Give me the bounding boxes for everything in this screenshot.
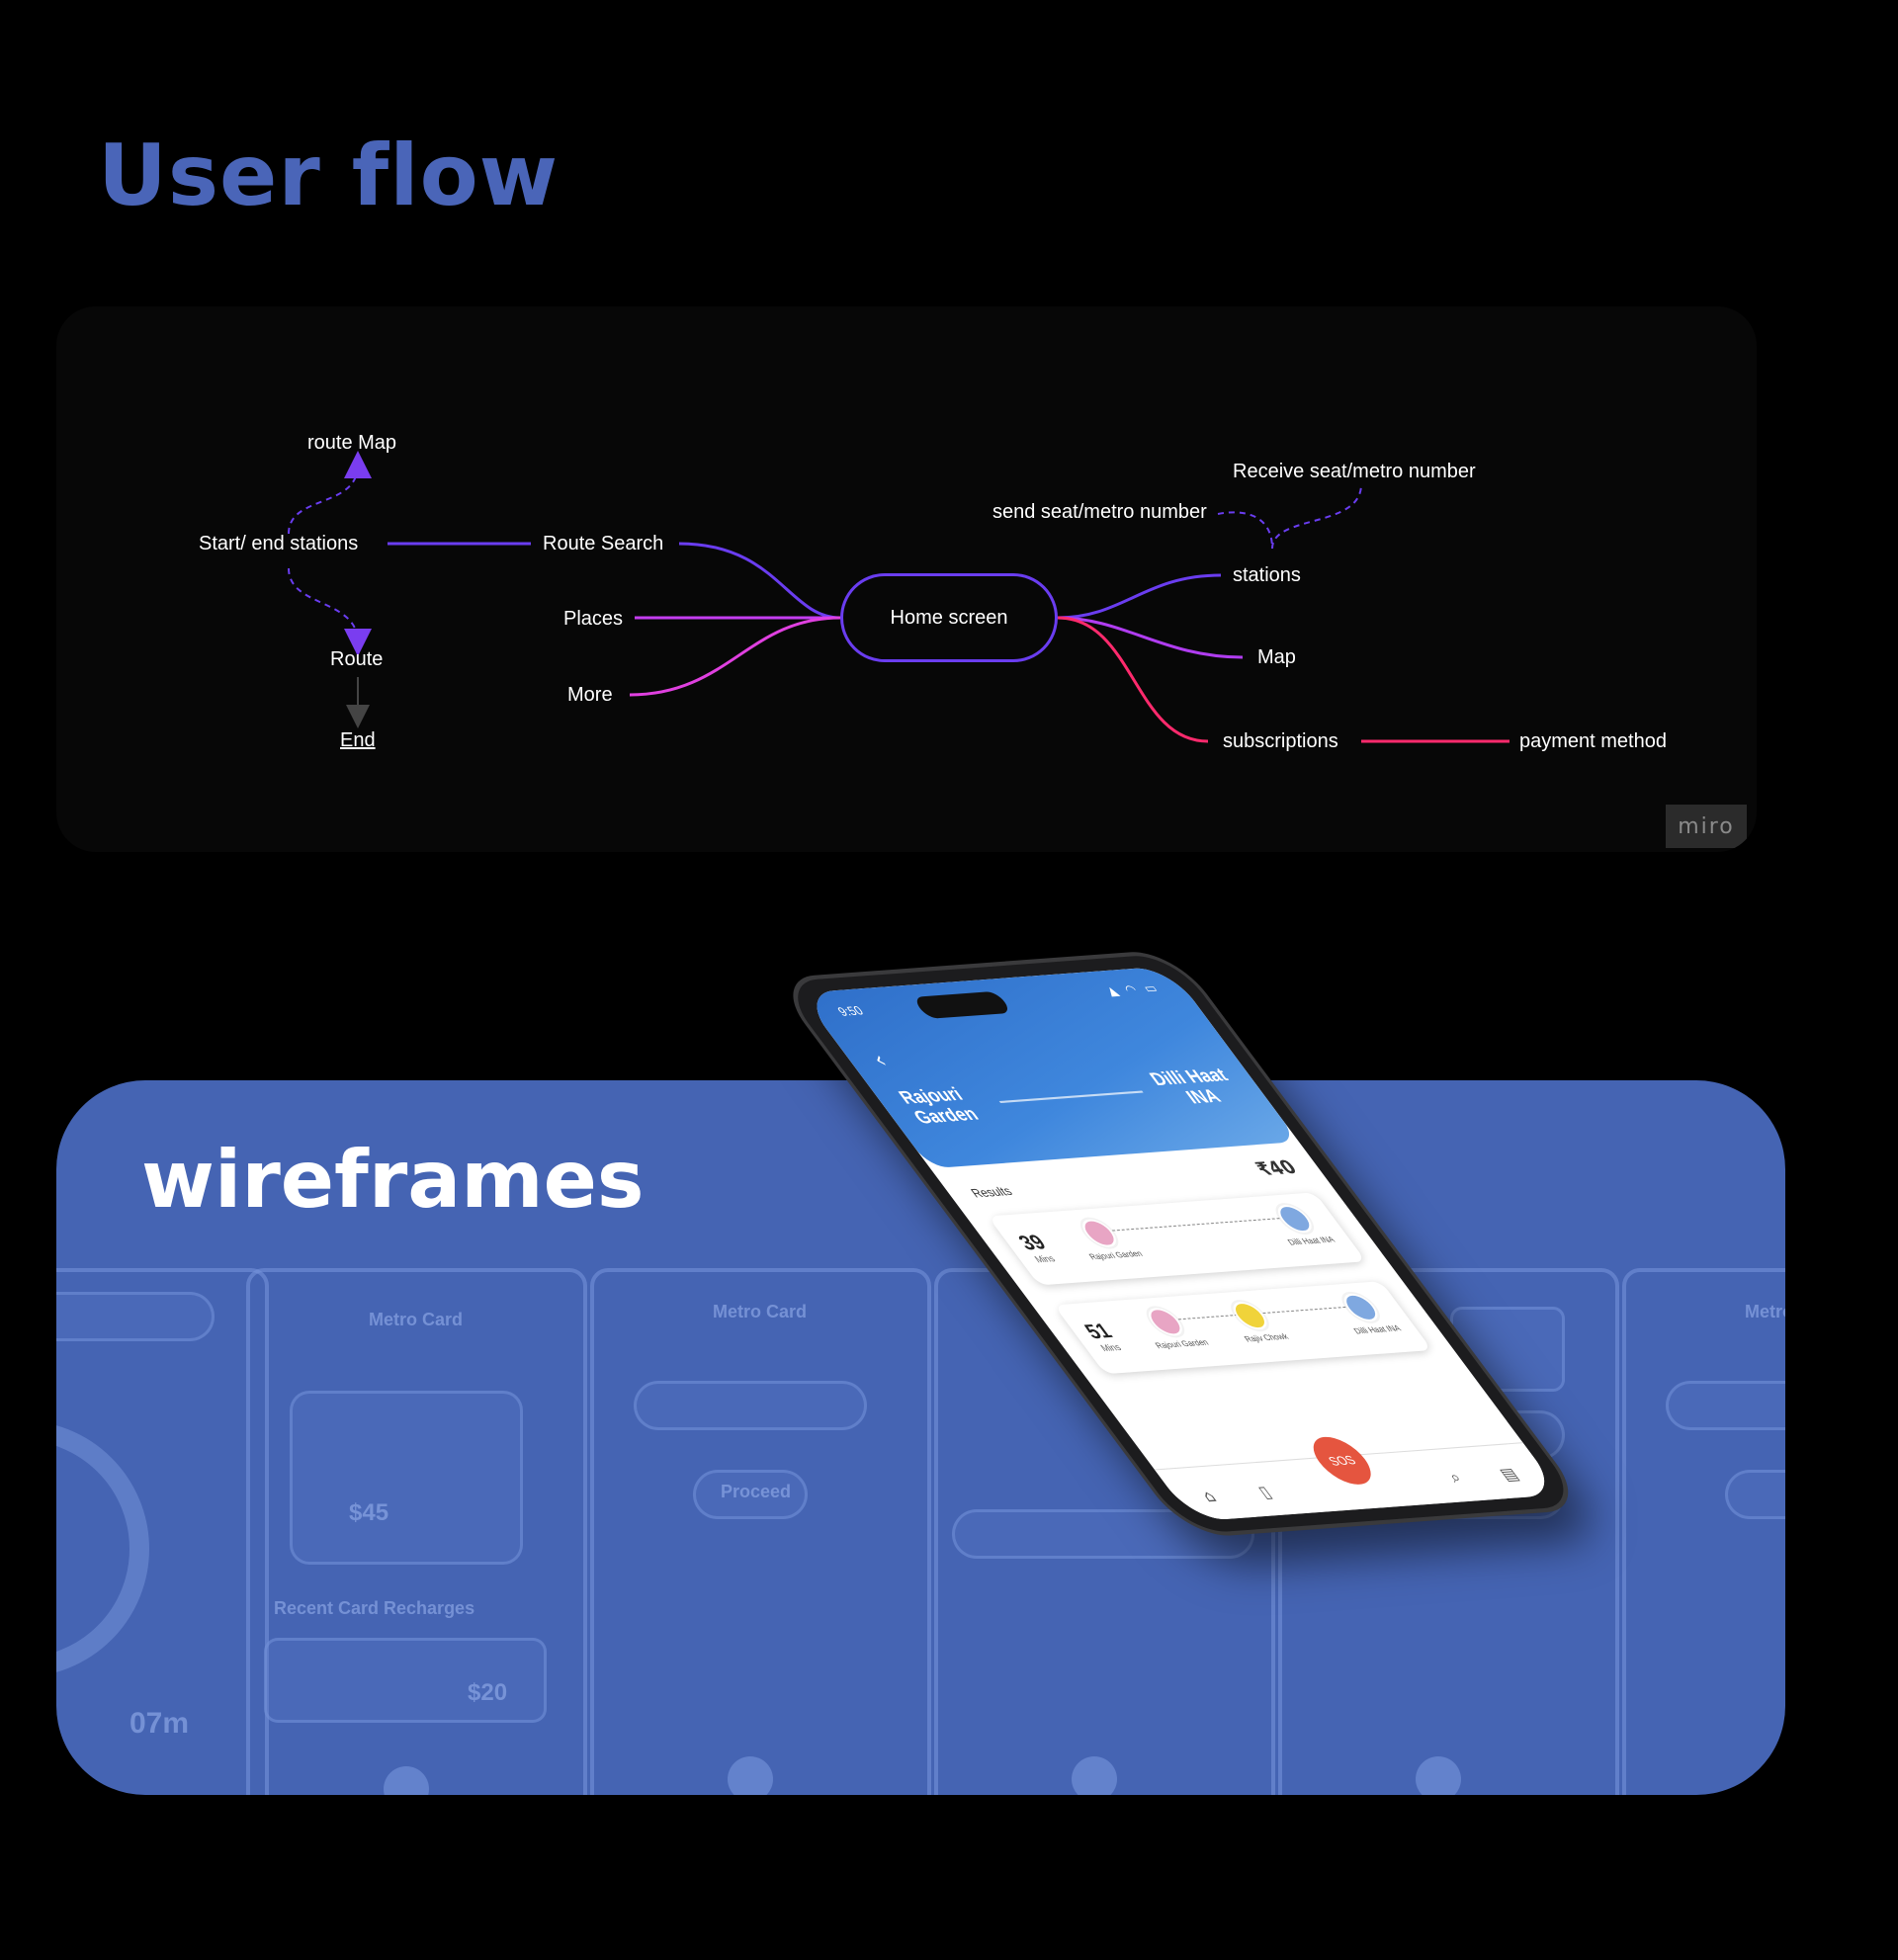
route-stop: Dilli Haat INA	[1323, 1292, 1410, 1337]
node-start-end-stations[interactable]: Start/ end stations	[199, 533, 359, 554]
node-route-map[interactable]: route Map	[307, 432, 397, 454]
ghost-screen: Metro Card	[1622, 1268, 1785, 1795]
node-end[interactable]: End	[340, 729, 376, 751]
ghost-card	[290, 1391, 523, 1565]
edge-stations-send-receive	[1217, 483, 1362, 550]
route-stop: Dilli Haat INA	[1256, 1203, 1343, 1248]
node-stations[interactable]: stations	[1233, 564, 1301, 586]
node-places[interactable]: Places	[563, 608, 624, 630]
ghost-timer-ring	[56, 1420, 149, 1677]
home-icon[interactable]: ⌂	[1197, 1486, 1221, 1506]
search-icon[interactable]: ⌕	[1443, 1467, 1466, 1487]
route-mins: 51	[1079, 1320, 1118, 1344]
to-station: Dilli Haat INA	[1145, 1064, 1233, 1108]
route-card[interactable]: 51 Mins Rajouri Garden Rajiv Chowk Dilli…	[1054, 1281, 1432, 1375]
edge-home-map	[1057, 616, 1244, 659]
status-time: 9:50	[834, 1003, 867, 1019]
node-route-search[interactable]: Route Search	[543, 533, 664, 554]
flow-connectors	[288, 451, 1510, 743]
node-receive-seat[interactable]: Receive seat/metro number	[1233, 461, 1476, 482]
miro-logo: miro	[1666, 805, 1747, 848]
card-icon[interactable]: ▤	[1495, 1464, 1523, 1485]
ghost-screen: Metro Card $45 Recent Card Recharges $20	[246, 1268, 587, 1795]
ghost-button	[693, 1470, 808, 1519]
route-card[interactable]: 39 Mins Rajouri Garden Dilli Haat INA	[988, 1192, 1366, 1286]
ghost-text: Recent Card Recharges	[274, 1598, 475, 1618]
ghost-text: Metro Card	[713, 1302, 808, 1321]
ghost-sos	[728, 1756, 773, 1795]
ghost-text: Proceed	[721, 1482, 792, 1501]
route-stop: Rajouri Garden	[1061, 1218, 1148, 1263]
ghost-screen: Metro Card Proceed	[590, 1268, 931, 1795]
node-payment-method[interactable]: payment method	[1519, 730, 1667, 752]
metro-logo-icon	[1337, 1292, 1385, 1322]
node-map[interactable]: Map	[1257, 646, 1296, 668]
route-line	[998, 1090, 1144, 1104]
ghost-input	[634, 1381, 867, 1430]
ghost-sos	[1416, 1756, 1461, 1795]
fare: ₹40	[1251, 1156, 1302, 1181]
ghost-text: $20	[468, 1679, 508, 1706]
edge-start-route	[288, 567, 372, 656]
ghost-search	[56, 1292, 215, 1341]
ghost-button	[1725, 1470, 1785, 1519]
route-mins-unit: Mins	[1032, 1253, 1058, 1265]
user-flow-title: User flow	[98, 127, 560, 225]
route-mins-unit: Mins	[1097, 1341, 1124, 1354]
edge-home-more	[629, 616, 841, 697]
ghost-sos	[1072, 1756, 1117, 1795]
metro-logo-icon	[1142, 1307, 1189, 1337]
edge-home-routesearch	[678, 542, 841, 620]
metro-logo-icon	[1076, 1218, 1123, 1248]
ghost-text: Metro Card	[1745, 1302, 1785, 1321]
node-route[interactable]: Route	[330, 648, 384, 670]
edge-home-stations	[1057, 573, 1222, 620]
ghost-text: Metro Card	[369, 1310, 464, 1329]
ghost-text: $45	[349, 1499, 389, 1526]
dynamic-island	[911, 990, 1013, 1019]
edge-home-subscriptions	[1057, 616, 1209, 743]
route-stop: Rajiv Chowk	[1212, 1300, 1299, 1345]
node-subscriptions[interactable]: subscriptions	[1223, 730, 1338, 752]
route-stop: Rajouri Garden	[1127, 1306, 1214, 1351]
sos-button[interactable]: SOS	[1302, 1435, 1383, 1487]
ghost-text: 07m	[129, 1707, 190, 1740]
ghost-sos	[384, 1766, 429, 1795]
ghost-input	[1666, 1381, 1785, 1430]
node-home-screen[interactable]: Home screen	[840, 573, 1058, 662]
node-send-seat[interactable]: send seat/metro number	[992, 501, 1207, 523]
from-station: Rajouri Garden	[894, 1083, 984, 1128]
route-mins: 39	[1013, 1232, 1052, 1255]
results-label: Results	[967, 1183, 1016, 1201]
ghost-screen: 32 07m	[56, 1268, 269, 1795]
map-icon[interactable]: ▯	[1253, 1482, 1276, 1502]
metro-logo-icon	[1226, 1301, 1274, 1331]
metro-logo-icon	[1271, 1204, 1319, 1235]
back-icon[interactable]: ‹	[866, 1048, 894, 1073]
status-icons: ▲ ◠ ▭	[1102, 980, 1164, 998]
edge-start-routemap	[288, 451, 372, 535]
node-more[interactable]: More	[567, 684, 613, 706]
tab-bar: ⌂ ▯ SOS ⌕ ▤	[1154, 1435, 1562, 1522]
wireframes-title: wireframes	[141, 1134, 645, 1226]
ghost-recharge-row	[264, 1638, 547, 1723]
miro-board: route Map Start/ end stations Route End …	[56, 306, 1757, 852]
